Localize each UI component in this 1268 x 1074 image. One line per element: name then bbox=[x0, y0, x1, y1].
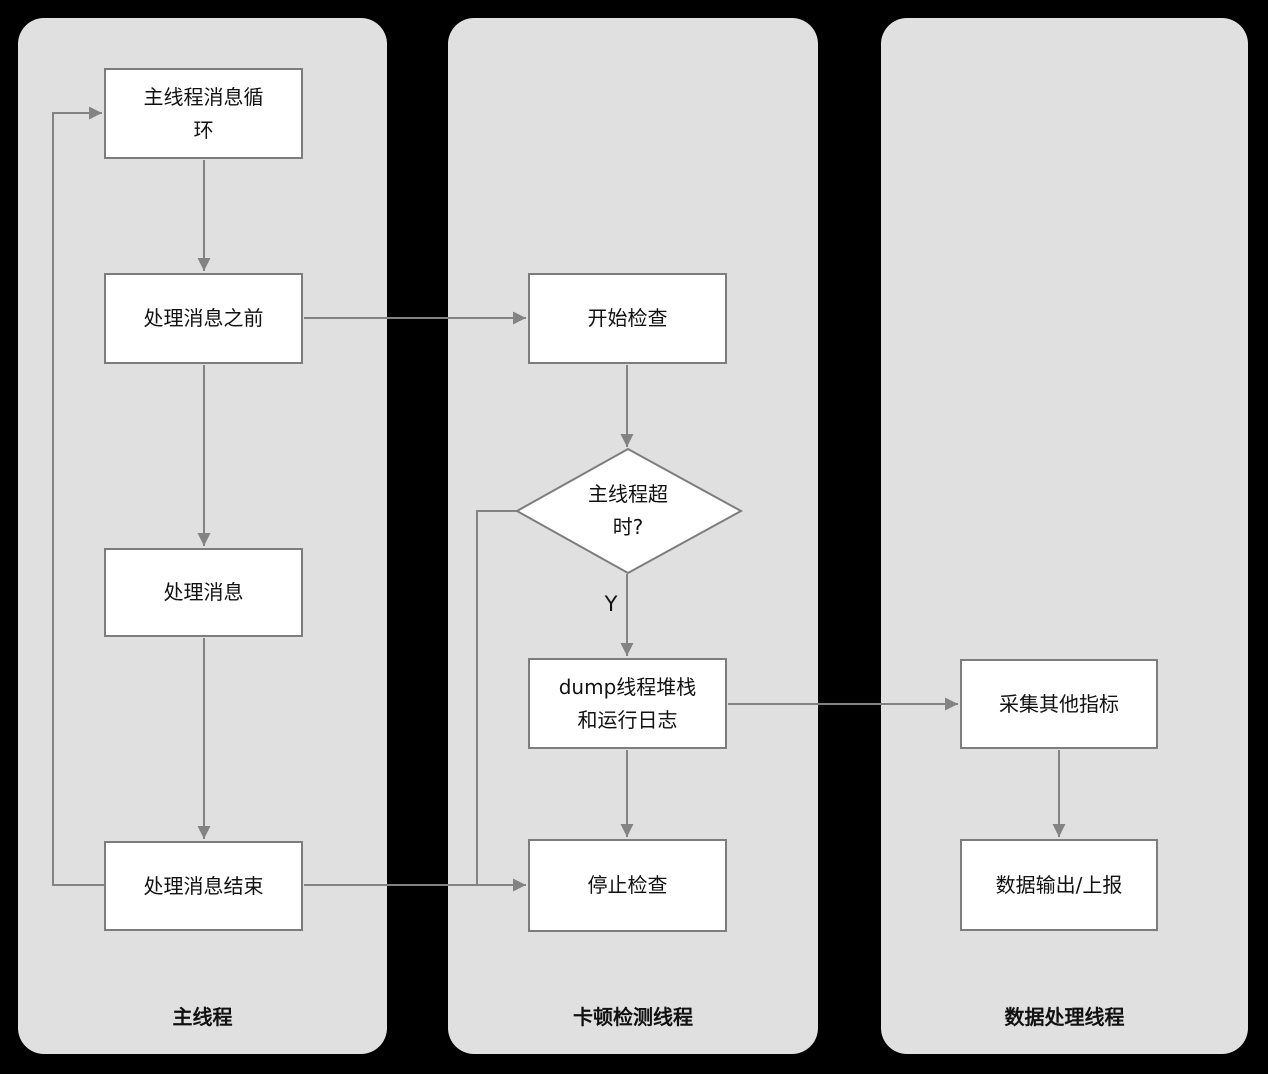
node-label: 停止检查 bbox=[587, 873, 668, 897]
node-label: 主线程超 时? bbox=[588, 482, 668, 539]
node-label: 采集其他指标 bbox=[999, 691, 1119, 716]
node-label: 处理消息之前 bbox=[143, 306, 264, 330]
node-label: 开始检查 bbox=[587, 306, 668, 330]
node-process-message: 处理消息 bbox=[104, 548, 303, 637]
node-label: 数据输出/上报 bbox=[995, 872, 1123, 897]
node-label: dump线程堆栈 和运行日志 bbox=[558, 674, 697, 732]
node-dump-stack-and-log: dump线程堆栈 和运行日志 bbox=[528, 658, 727, 749]
node-start-check: 开始检查 bbox=[528, 273, 727, 364]
node-label: 处理消息结束 bbox=[143, 873, 264, 898]
node-collect-other-metrics: 采集其他指标 bbox=[960, 659, 1158, 749]
node-process-message-end: 处理消息结束 bbox=[104, 841, 303, 931]
node-before-process-message: 处理消息之前 bbox=[104, 273, 303, 364]
lane-title-data-process-thread: 数据处理线程 bbox=[1004, 1005, 1125, 1029]
node-data-output-report: 数据输出/上报 bbox=[960, 839, 1158, 931]
node-label: 主线程消息循 环 bbox=[143, 84, 264, 142]
node-label: 处理消息 bbox=[163, 580, 244, 604]
lane-title-lag-detect-thread: 卡顿检测线程 bbox=[573, 1005, 693, 1029]
node-main-thread-message-loop: 主线程消息循 环 bbox=[104, 68, 303, 159]
node-stop-check: 停止检查 bbox=[528, 839, 727, 932]
node-decision-main-thread-timeout: 主线程超 时? bbox=[540, 477, 716, 545]
lane-title-main-thread: 主线程 bbox=[172, 1005, 233, 1029]
edge-label-yes: Y bbox=[604, 592, 618, 616]
